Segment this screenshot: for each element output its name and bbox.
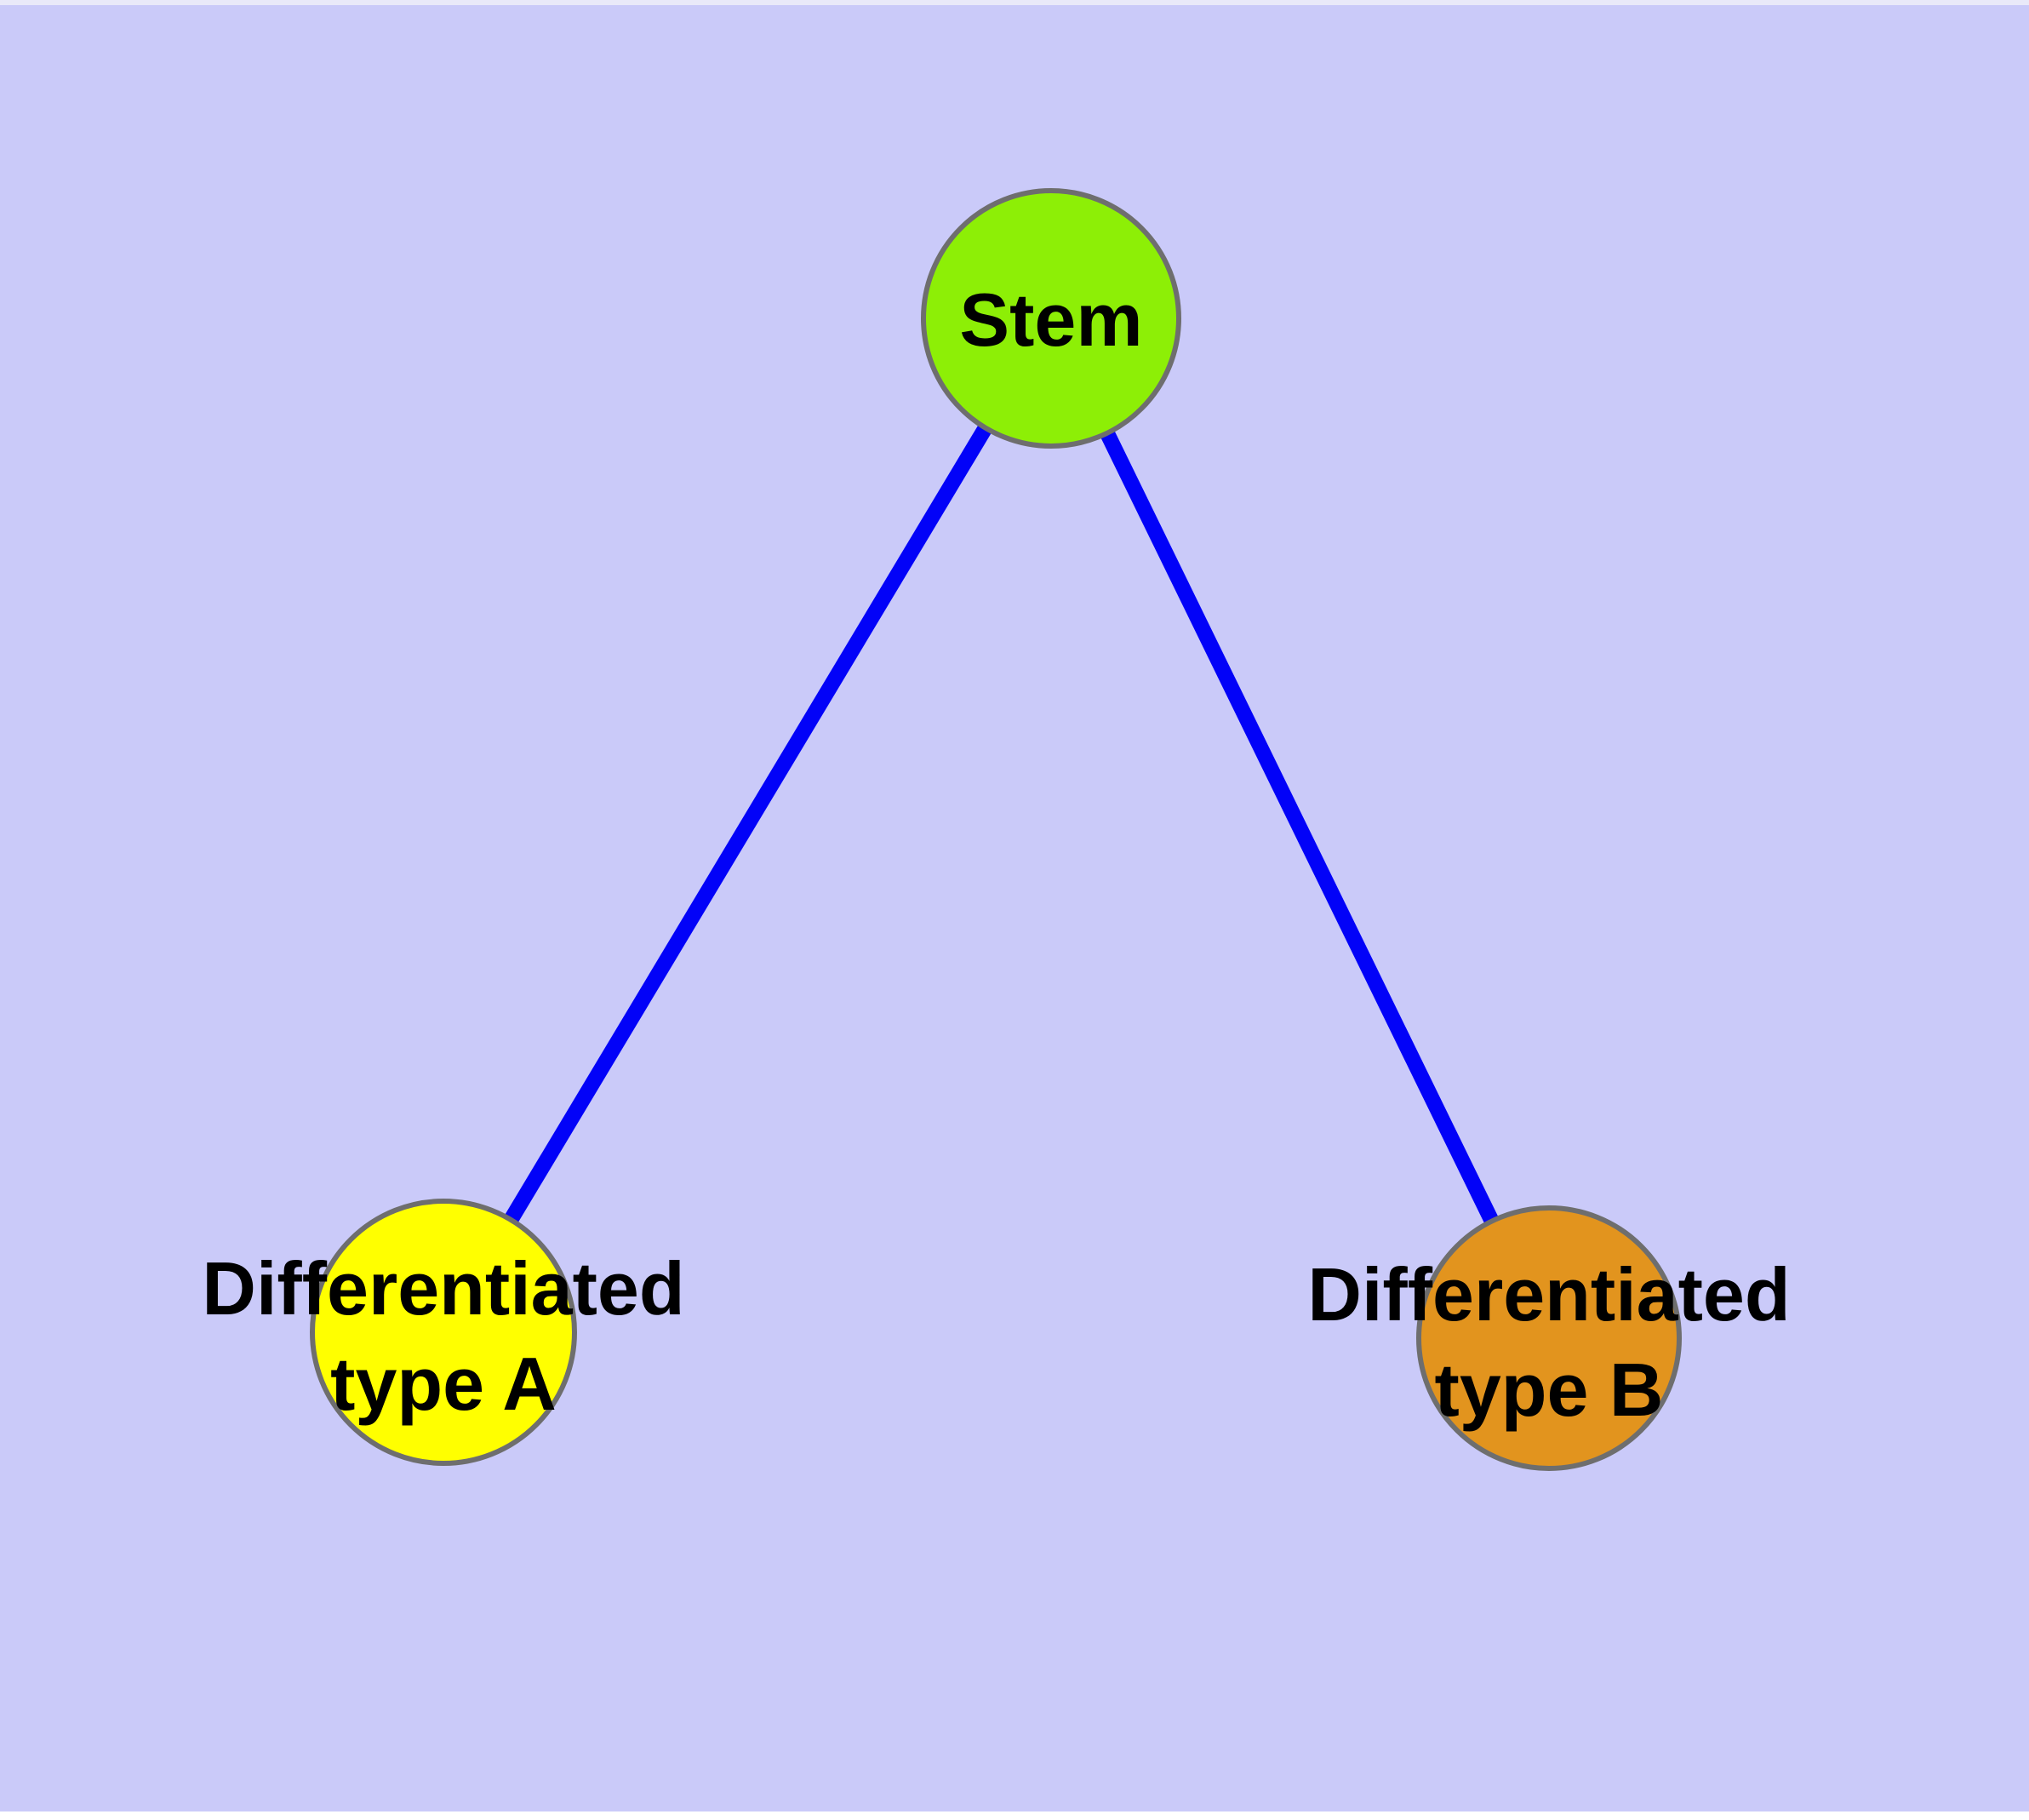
node-type-a-label-line1: Differentiated: [202, 1246, 685, 1331]
node-type-b-label-line1: Differentiated: [1307, 1252, 1791, 1336]
node-type-a-label: Differentiated type A: [202, 1241, 684, 1432]
node-stem-label-text: Stem: [959, 278, 1143, 362]
edge-stem-to-type-b: [1043, 315, 1557, 1342]
edge-stem-to-type-a: [437, 314, 1058, 1336]
node-type-a-label-line2: type A: [330, 1342, 557, 1426]
node-type-b-label: Differentiated type B: [1307, 1247, 1790, 1438]
canvas-top-strip: [0, 0, 2029, 5]
node-stem-label: Stem: [959, 272, 1142, 368]
node-type-b-label-line2: type B: [1434, 1348, 1664, 1432]
node-type-b-circle: [1416, 1205, 1682, 1471]
node-stem-circle: [921, 188, 1181, 449]
node-type-a-circle: [310, 1199, 577, 1466]
